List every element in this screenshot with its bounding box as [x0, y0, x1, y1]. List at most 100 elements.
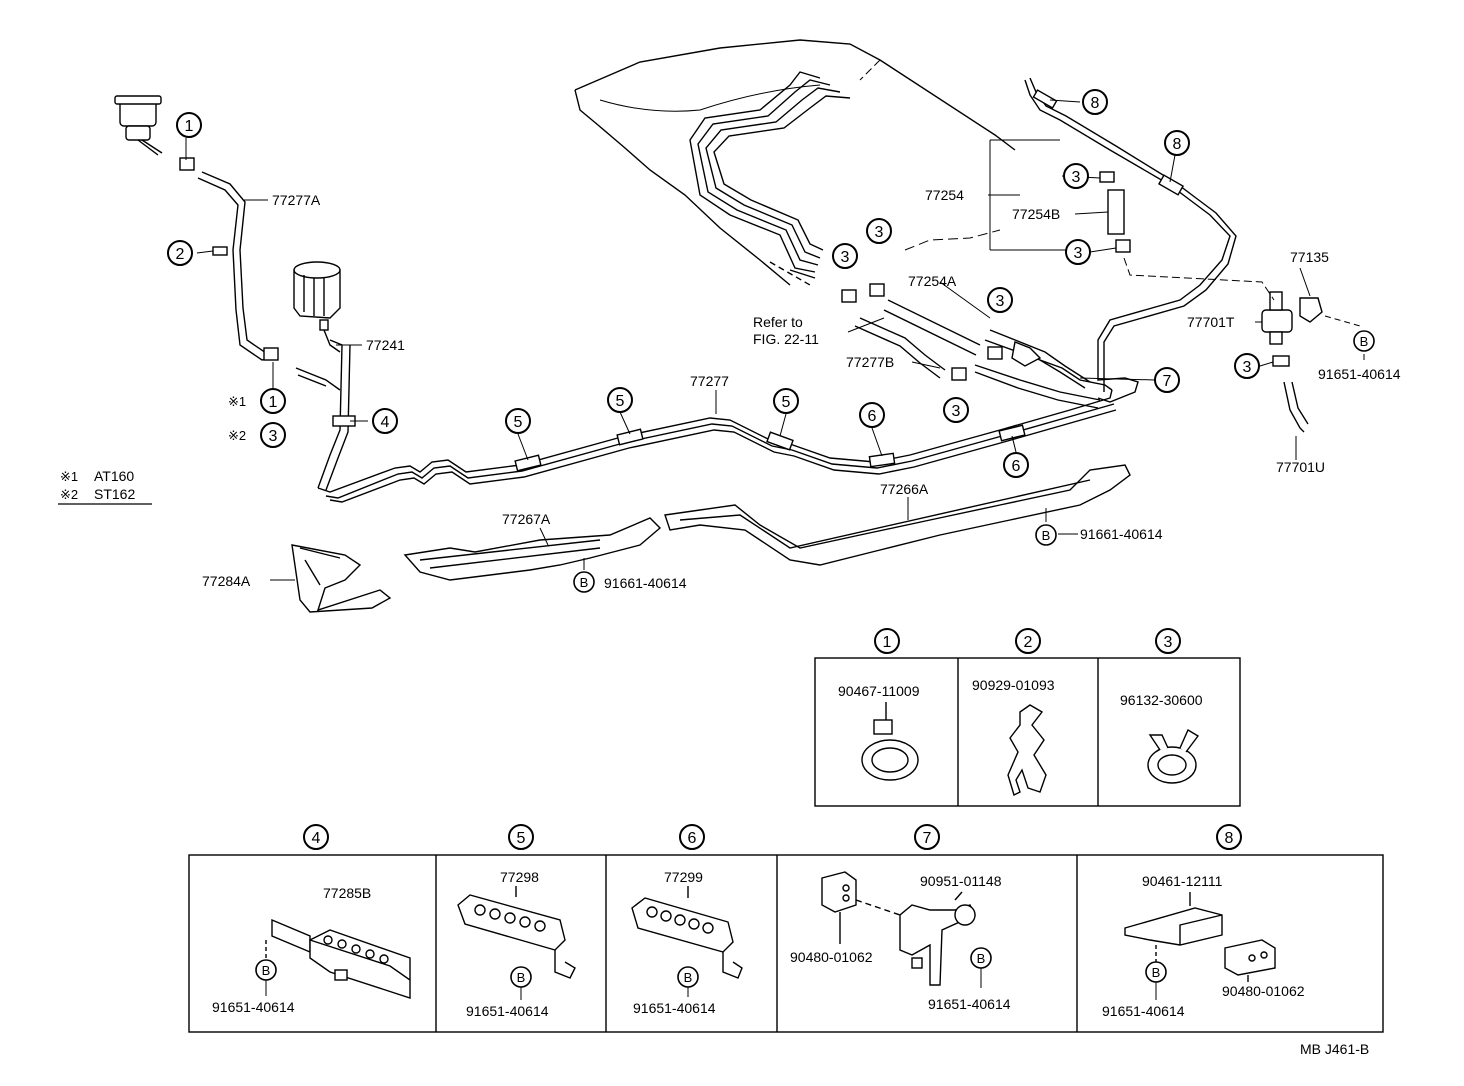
svg-text:2: 2 — [176, 246, 185, 263]
callout-3-c: 3 — [832, 243, 858, 269]
legend-1-symbol: ※1 — [60, 469, 78, 484]
svg-text:1: 1 — [185, 118, 194, 135]
svg-text:3: 3 — [1074, 245, 1083, 262]
svg-text:3: 3 — [841, 249, 850, 266]
svg-text:3: 3 — [952, 403, 961, 420]
label-77135: 77135 — [1290, 249, 1329, 265]
svg-text:6: 6 — [1012, 458, 1021, 475]
vsv-77701T — [1261, 291, 1323, 433]
label-91661-40614-left: 91661-40614 — [604, 575, 687, 591]
detail-bolt-part-6: 91651-40614 — [633, 1000, 716, 1016]
label-91661-40614-right: 91661-40614 — [1080, 526, 1163, 542]
callout-7: 7 — [1154, 367, 1180, 393]
svg-text:8: 8 — [1173, 136, 1182, 153]
label-refer-to-2: FIG. 22-11 — [753, 331, 819, 347]
svg-text:3: 3 — [1164, 634, 1173, 651]
hose-77277A — [179, 157, 279, 361]
detail-part-6: 77299 — [664, 869, 703, 885]
svg-text:6: 6 — [688, 830, 697, 847]
detail-callout-1: 1 — [874, 628, 900, 654]
callout-6-b: 6 — [1003, 452, 1029, 478]
svg-text:4: 4 — [312, 830, 321, 847]
detail-part2-7: 90480-01062 — [790, 949, 873, 965]
tank-tube-bundle — [689, 71, 851, 286]
fuel-filter-77241 — [293, 261, 341, 391]
detail-callout-7: 7 — [914, 824, 940, 850]
callout-5-c: 5 — [773, 388, 799, 414]
svg-text:8: 8 — [1091, 95, 1100, 112]
svg-text:1: 1 — [269, 394, 278, 411]
svg-text:B: B — [1360, 334, 1369, 349]
svg-text:5: 5 — [616, 393, 625, 410]
svg-text:1: 1 — [883, 634, 892, 651]
svg-text:3: 3 — [269, 428, 278, 445]
callout-3-g: 3 — [1234, 353, 1260, 379]
svg-text:5: 5 — [514, 414, 523, 431]
label-77277A: 77277A — [272, 192, 321, 208]
svg-text:8: 8 — [1225, 830, 1234, 847]
detail-part-8: 90461-12111 — [1142, 873, 1223, 889]
svg-text:B: B — [1152, 965, 1161, 980]
detail-part-1: 90467-11009 — [838, 683, 920, 699]
charcoal-canister-small — [114, 95, 163, 156]
detail-callout-8: 8 — [1216, 824, 1242, 850]
svg-text:2: 2 — [1024, 634, 1033, 651]
callout-B-77267A: B — [573, 571, 595, 593]
detail-table-top — [814, 657, 1241, 807]
clamp-77285B — [265, 918, 411, 999]
detail-part-3: 96132-30600 — [1120, 692, 1203, 708]
callout-3-e: 3 — [987, 287, 1013, 313]
legend-2-symbol: ※2 — [60, 487, 78, 502]
svg-text:3: 3 — [1072, 169, 1081, 186]
detail-table-bottom — [188, 854, 1384, 1033]
callout-3-b: 3 — [1065, 239, 1091, 265]
label-77267A: 77267A — [502, 511, 551, 527]
figure-code: MB J461-B — [1300, 1041, 1369, 1057]
svg-text:7: 7 — [923, 830, 932, 847]
detail-part-5: 77298 — [500, 869, 539, 885]
label-77277B: 77277B — [846, 354, 894, 370]
label-91651-40614-right: 91651-40614 — [1318, 366, 1401, 382]
svg-text:6: 6 — [868, 408, 877, 425]
fuel-tank-outline — [574, 39, 1016, 286]
legend-2-text: ST162 — [94, 486, 135, 502]
svg-text:B: B — [977, 951, 986, 966]
detail-bolt-7: B — [970, 947, 992, 969]
detail-callout-4: 4 — [303, 824, 329, 850]
svg-text:5: 5 — [782, 394, 791, 411]
clamp-77298 — [457, 886, 576, 979]
spring-clamp-96132-30600 — [1147, 728, 1200, 784]
clamp-90461-12111 — [1124, 892, 1276, 982]
label-77266A: 77266A — [880, 481, 929, 497]
svg-text:B: B — [580, 575, 589, 590]
svg-text:7: 7 — [1163, 373, 1172, 390]
callout-3-note: 3 — [260, 422, 286, 448]
detail-callout-3: 3 — [1155, 628, 1181, 654]
label-refer-to-1: Refer to — [753, 314, 803, 330]
detail-bolt-8: B — [1145, 961, 1167, 983]
svg-text:5: 5 — [517, 830, 526, 847]
note-marker-2: ※2 — [228, 428, 246, 443]
line-clamps — [332, 89, 1184, 472]
detail-bolt-part-4: 91651-40614 — [212, 999, 295, 1015]
callout-1-top: 1 — [176, 112, 202, 138]
detail-bolt-part-7: 91651-40614 — [928, 996, 1011, 1012]
legend: ※1 AT160 ※2 ST162 — [58, 468, 152, 505]
hose-clamp-90467-11009 — [861, 702, 919, 781]
hoses-center — [841, 283, 1042, 381]
detail-callout-2: 2 — [1015, 628, 1041, 654]
detail-callout-5: 5 — [508, 824, 534, 850]
callout-2: 2 — [167, 240, 193, 266]
label-77701U: 77701U — [1276, 459, 1325, 475]
callout-6-a: 6 — [859, 402, 885, 428]
svg-text:3: 3 — [996, 293, 1005, 310]
label-77284A: 77284A — [202, 573, 251, 589]
callout-8-right: 8 — [1164, 130, 1190, 156]
svg-text:3: 3 — [1243, 359, 1252, 376]
callout-3-a: 3 — [1063, 163, 1089, 189]
note-marker-1: ※1 — [228, 394, 246, 409]
bracket-77267A — [403, 517, 662, 581]
callout-8-top: 8 — [1082, 89, 1108, 115]
callout-B-77266A: B — [1035, 524, 1057, 546]
svg-text:B: B — [262, 963, 271, 978]
